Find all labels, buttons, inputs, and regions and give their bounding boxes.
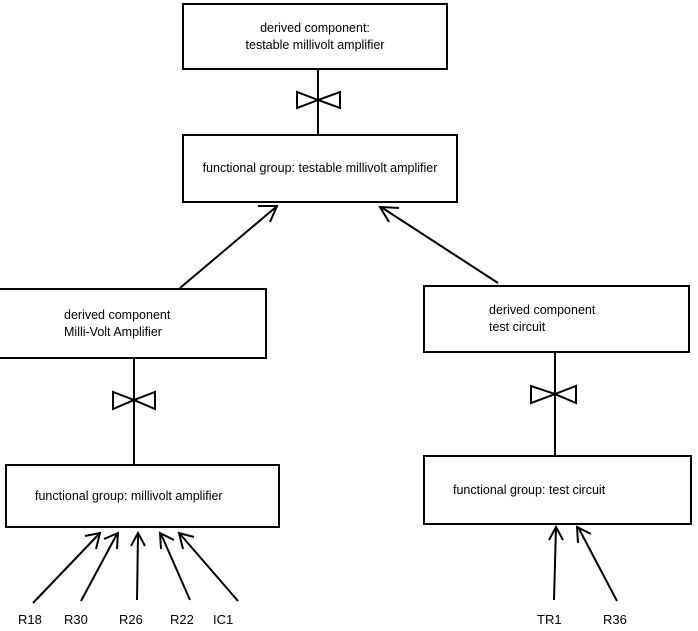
node-label: functional group: testable millivolt amp…	[202, 161, 438, 175]
leaf-label-tr1: TR1	[537, 612, 562, 627]
node-label: functional group: millivolt amplifier	[35, 488, 223, 503]
leaf-label-ic1: IC1	[213, 612, 234, 627]
node-fg-testable-mv-amp[interactable]: functional group: testable millivolt amp…	[182, 134, 458, 203]
arrow-r30	[80, 531, 120, 602]
leaf-label-r22: R22	[170, 612, 194, 627]
node-derived-testable-mv-amp[interactable]: derived component: testable millivolt am…	[182, 3, 448, 70]
node-label: derived component: testable millivolt am…	[245, 20, 385, 52]
arrow-mv-to-fg	[179, 205, 279, 289]
leaf-label-r26: R26	[119, 612, 143, 627]
arrow-r18	[32, 531, 102, 604]
node-label: derived component Milli-Volt Amplifier	[64, 307, 171, 339]
node-derived-mv-amp[interactable]: derived component Milli-Volt Amplifier	[0, 288, 267, 359]
leaf-label-r36: R36	[603, 612, 627, 627]
node-fg-test-circuit[interactable]: functional group: test circuit	[423, 455, 692, 525]
bowtie-left-icon	[112, 390, 156, 411]
node-fg-mv-amp[interactable]: functional group: millivolt amplifier	[5, 464, 280, 528]
node-derived-test-circuit[interactable]: derived component test circuit	[423, 285, 690, 353]
arrow-r26	[130, 530, 146, 601]
node-label: derived component test circuit	[489, 303, 596, 334]
arrow-tr1	[548, 524, 564, 601]
bowtie-right-icon	[530, 384, 577, 405]
arrow-tc-to-fg	[378, 205, 499, 284]
leaf-label-r30: R30	[64, 612, 88, 627]
leaf-label-r18: R18	[18, 612, 42, 627]
node-label: functional group: test circuit	[453, 482, 606, 497]
bowtie-top-icon	[296, 90, 341, 110]
arrow-r22	[158, 531, 191, 601]
arrow-r36	[575, 525, 618, 602]
arrow-ic1	[177, 531, 239, 602]
